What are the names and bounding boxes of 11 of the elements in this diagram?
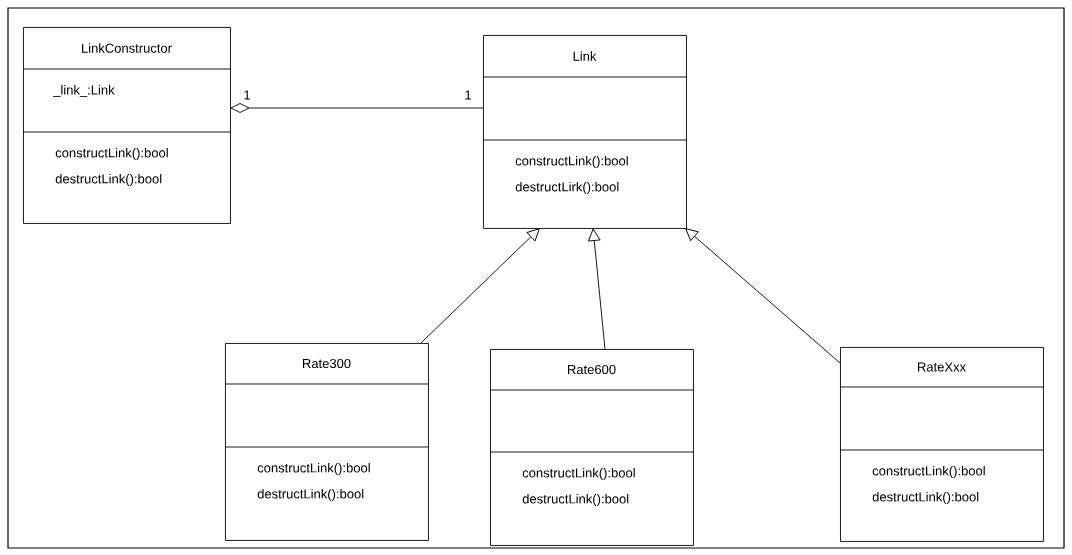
class-box: RateXxx constructLink():bool destructLink():bool [839,347,1044,542]
multiplicity-label: 1 [465,90,471,100]
class-box: Rate300 constructLink():bool destructLink():bool [224,343,429,541]
multiplicity-label: 1 [244,90,250,100]
class-box: Rate600 constructLink():bool destructLink():bool [489,349,694,546]
inheritance-arrow [587,228,606,350]
class-box: LinkConstructor _link_:Link constructLink():bool destructLink():bool [22,27,231,224]
class-box: Link constructLink():bool destructLirk():bool [482,35,687,229]
inheritance-arrow [685,228,841,364]
aggregation-line [230,103,484,113]
inheritance-arrow [420,228,540,344]
